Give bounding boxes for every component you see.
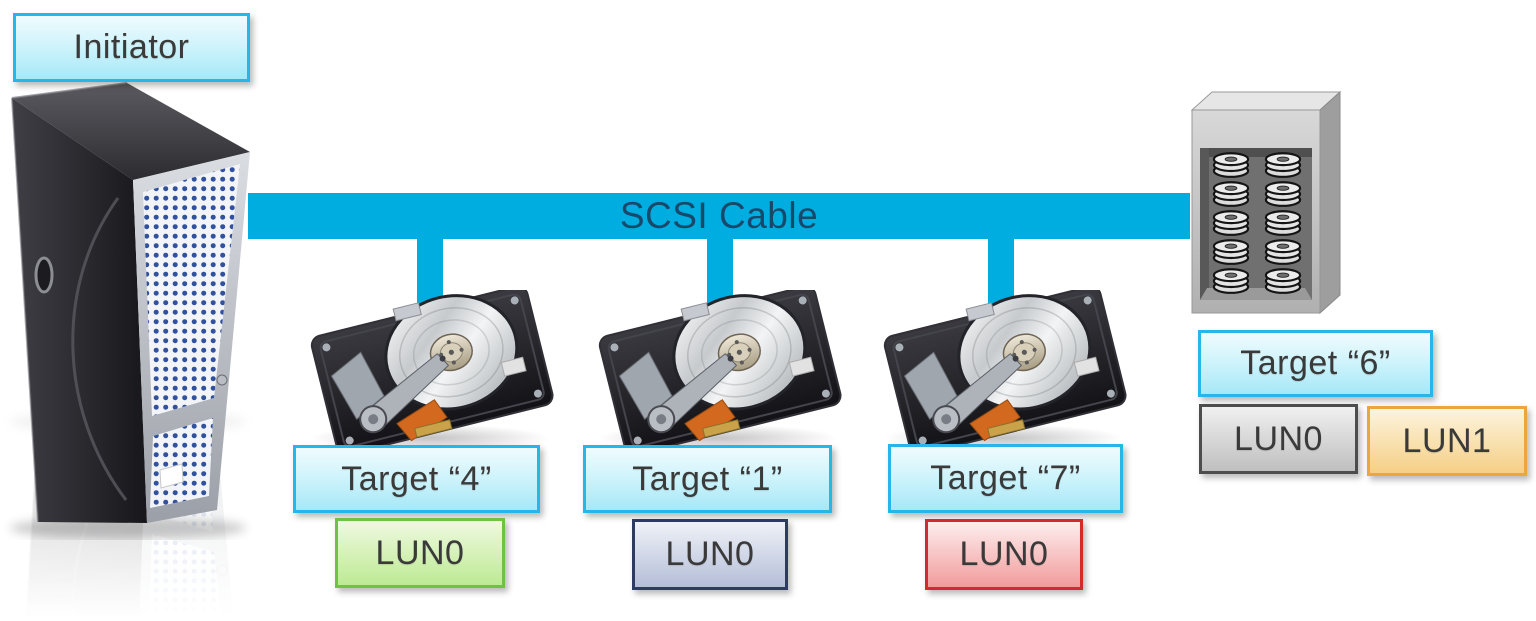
lun0-of-target-6: LUN0 xyxy=(1199,404,1358,474)
initiator-server xyxy=(0,80,260,540)
lun0-of-target-7: LUN0 xyxy=(925,519,1083,590)
target-7-label: Target “7” xyxy=(888,444,1123,513)
lun1-of-target-6: LUN1 xyxy=(1367,406,1527,476)
server-tower-icon xyxy=(10,82,250,539)
target-6-label: Target “6” xyxy=(1198,330,1433,397)
scsi-cable: SCSI Cable xyxy=(248,193,1190,239)
target-1-label: Target “1” xyxy=(583,445,832,513)
target-4-label: Target “4” xyxy=(293,445,540,513)
hard-disk-icon xyxy=(593,290,843,445)
storage-array xyxy=(1185,86,1350,321)
initiator-label: Initiator xyxy=(13,13,250,82)
hard-disk-icon xyxy=(305,290,555,445)
cable-label: SCSI Cable xyxy=(619,195,819,236)
hard-disk-icon xyxy=(878,290,1128,445)
disk-array-icon xyxy=(1190,90,1342,315)
lun0-of-target-4: LUN0 xyxy=(335,518,505,588)
lun0-of-target-1: LUN0 xyxy=(632,519,788,590)
